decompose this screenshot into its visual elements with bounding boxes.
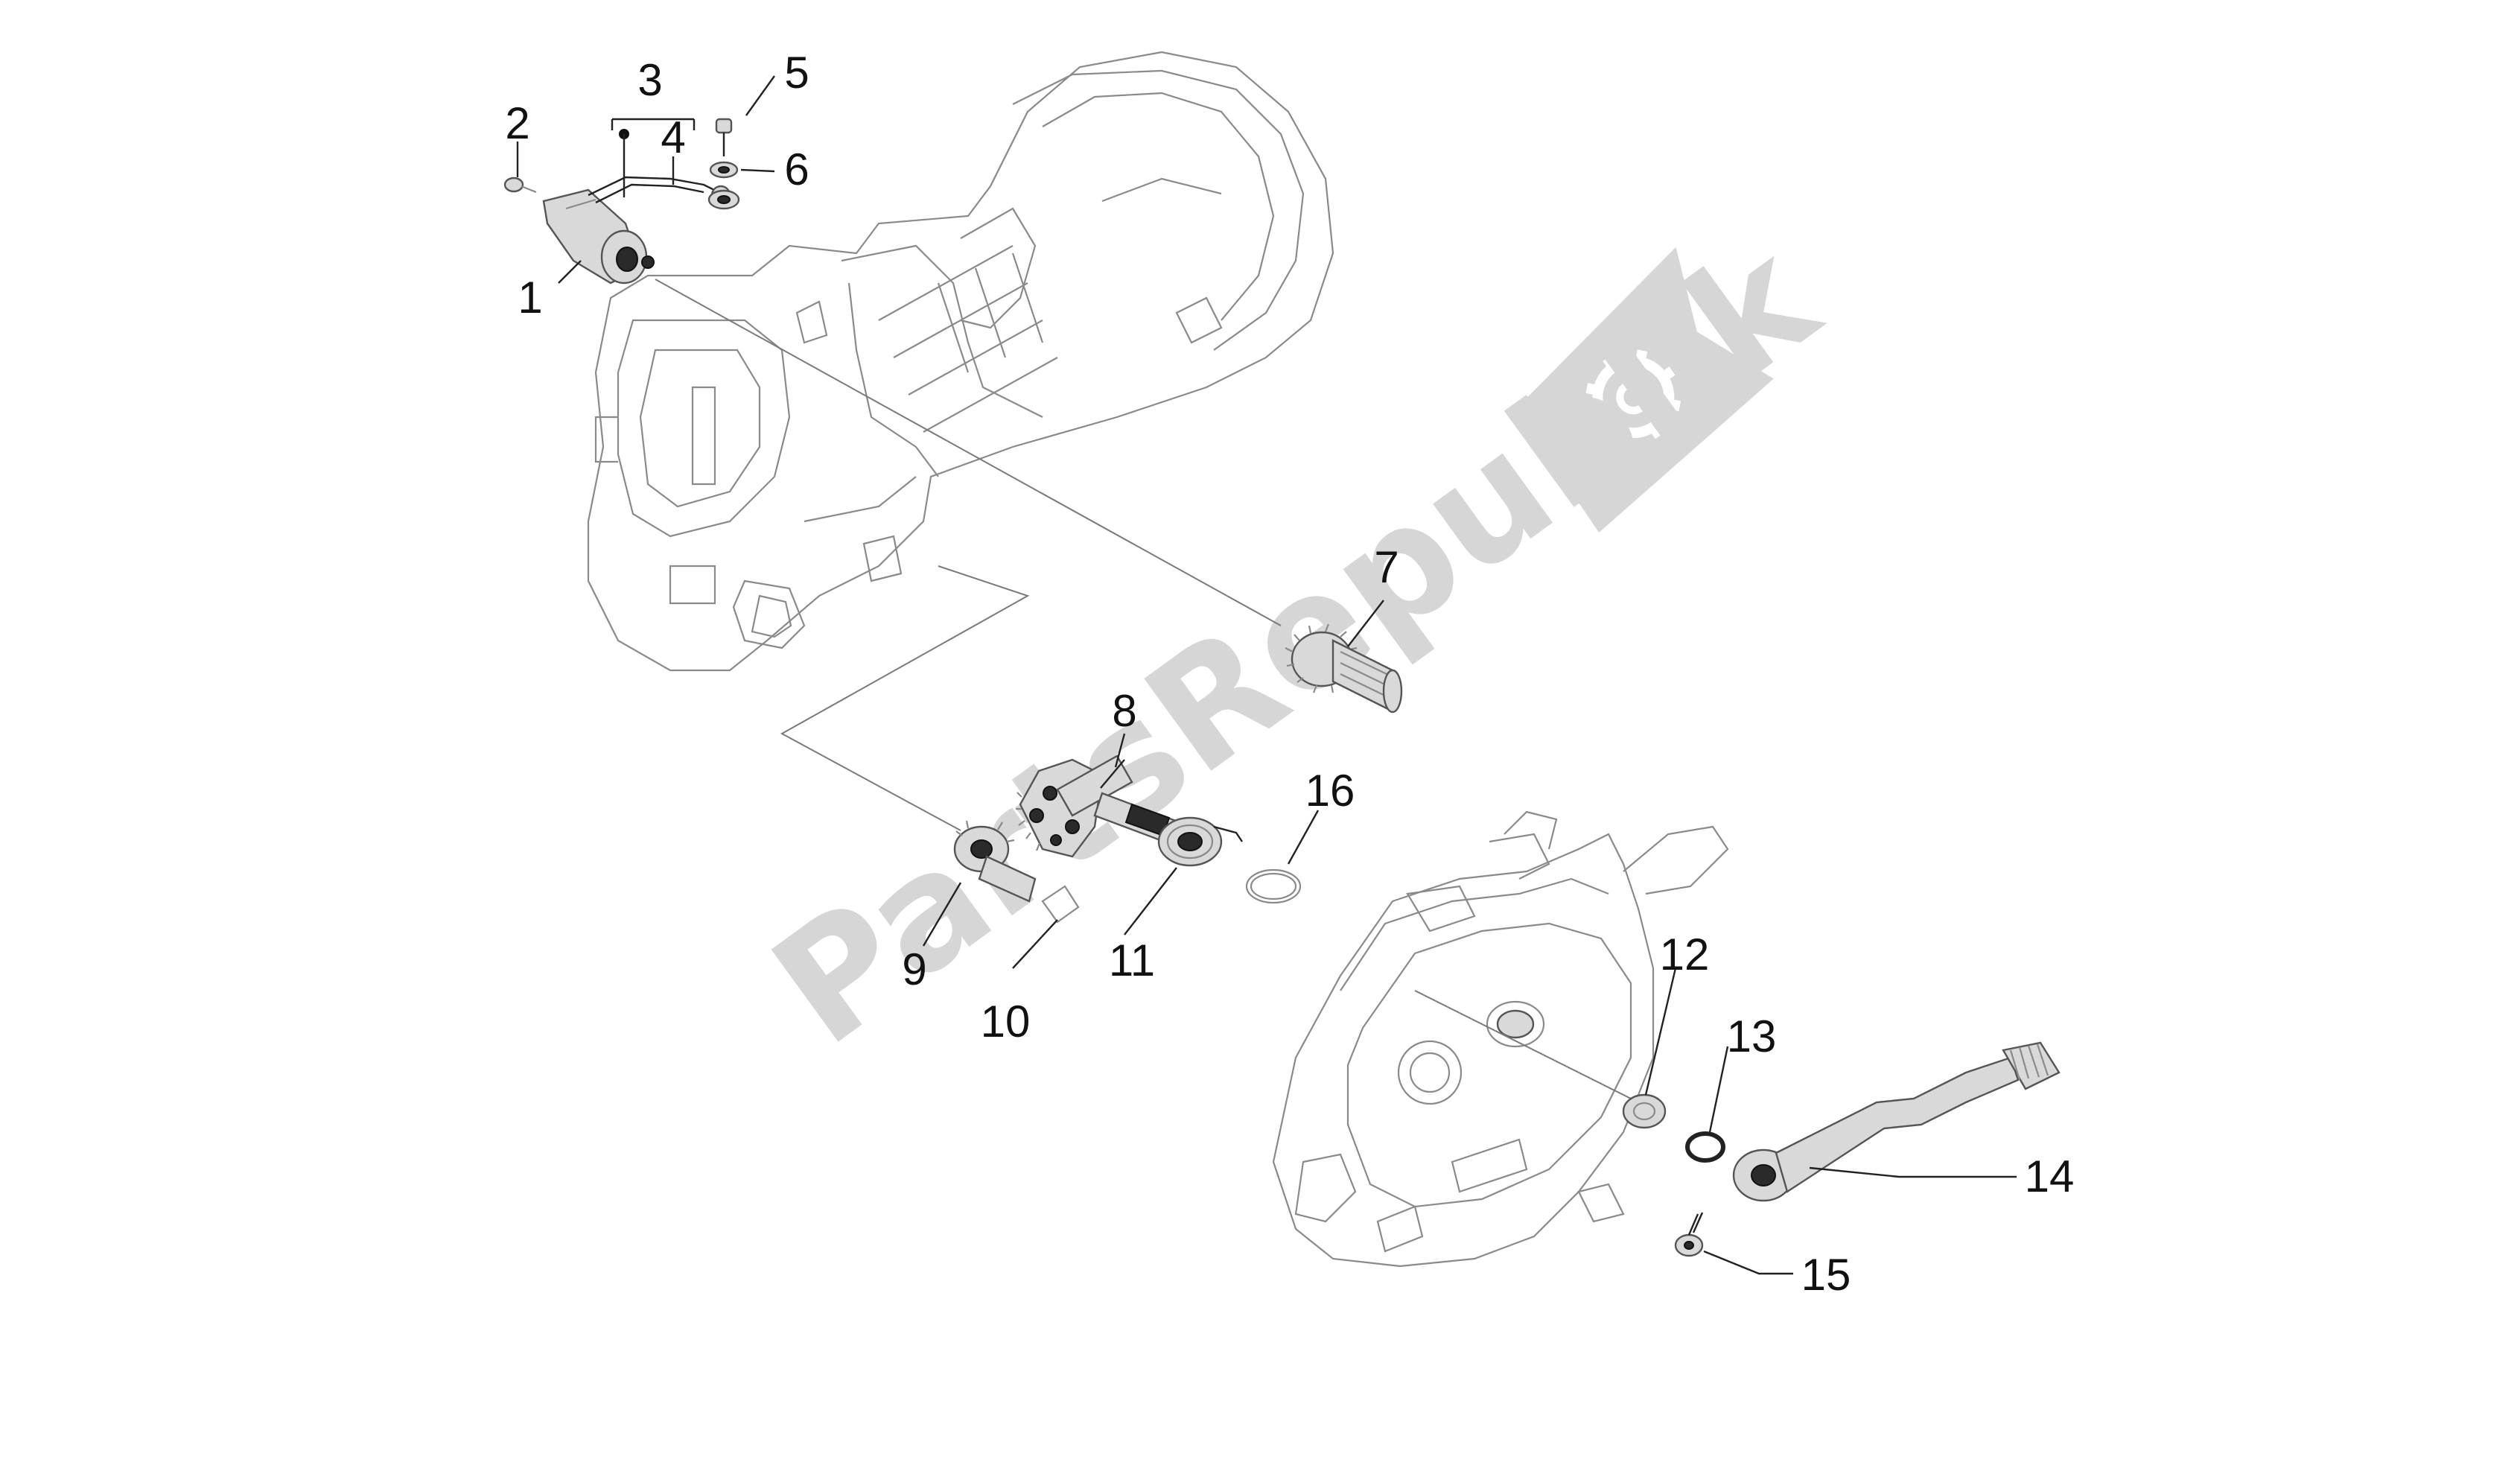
callout-4: 4 <box>661 112 685 162</box>
callout-3: 3 <box>637 55 662 105</box>
callout-13: 13 <box>1727 1011 1777 1061</box>
callout-16: 16 <box>1305 766 1355 816</box>
callout-1: 1 <box>518 273 542 323</box>
kick-lever <box>1732 1041 2061 1202</box>
watermark-logo <box>1515 247 1774 533</box>
callout-leaders <box>516 75 2017 1275</box>
callout-5: 5 <box>784 48 809 98</box>
kick-spring <box>1157 816 1243 867</box>
callout-11: 11 <box>1109 935 1155 985</box>
callout-14: 14 <box>2025 1151 2075 1201</box>
callout-10: 10 <box>981 997 1031 1046</box>
assembly-lines <box>655 279 1639 1103</box>
callout-9: 9 <box>902 944 926 994</box>
crankcase-outline <box>587 51 1334 672</box>
transmission-cover-outline <box>1272 810 1729 1268</box>
callout-15: 15 <box>1801 1250 1851 1300</box>
terminal-bolt <box>715 118 733 156</box>
callout-12: 12 <box>1660 930 1710 979</box>
oil-seal <box>1622 1093 1667 1129</box>
callout-8: 8 <box>1112 686 1136 736</box>
callout-6: 6 <box>784 144 809 194</box>
starter-motor <box>542 188 655 285</box>
driven-gear <box>953 820 1037 903</box>
starter-gear <box>1285 623 1403 714</box>
shaft-clip <box>1041 885 1080 924</box>
starter-screw <box>503 177 537 194</box>
lever-screw <box>1674 1212 1704 1257</box>
terminal-washers <box>707 161 740 210</box>
o-ring <box>1245 868 1302 904</box>
circlip <box>1685 1131 1725 1163</box>
callout-2: 2 <box>505 98 529 148</box>
callout-labels: 1 2 3 4 5 6 7 8 9 10 11 16 12 13 14 15 <box>505 48 2074 1300</box>
callout-7: 7 <box>1374 542 1399 592</box>
